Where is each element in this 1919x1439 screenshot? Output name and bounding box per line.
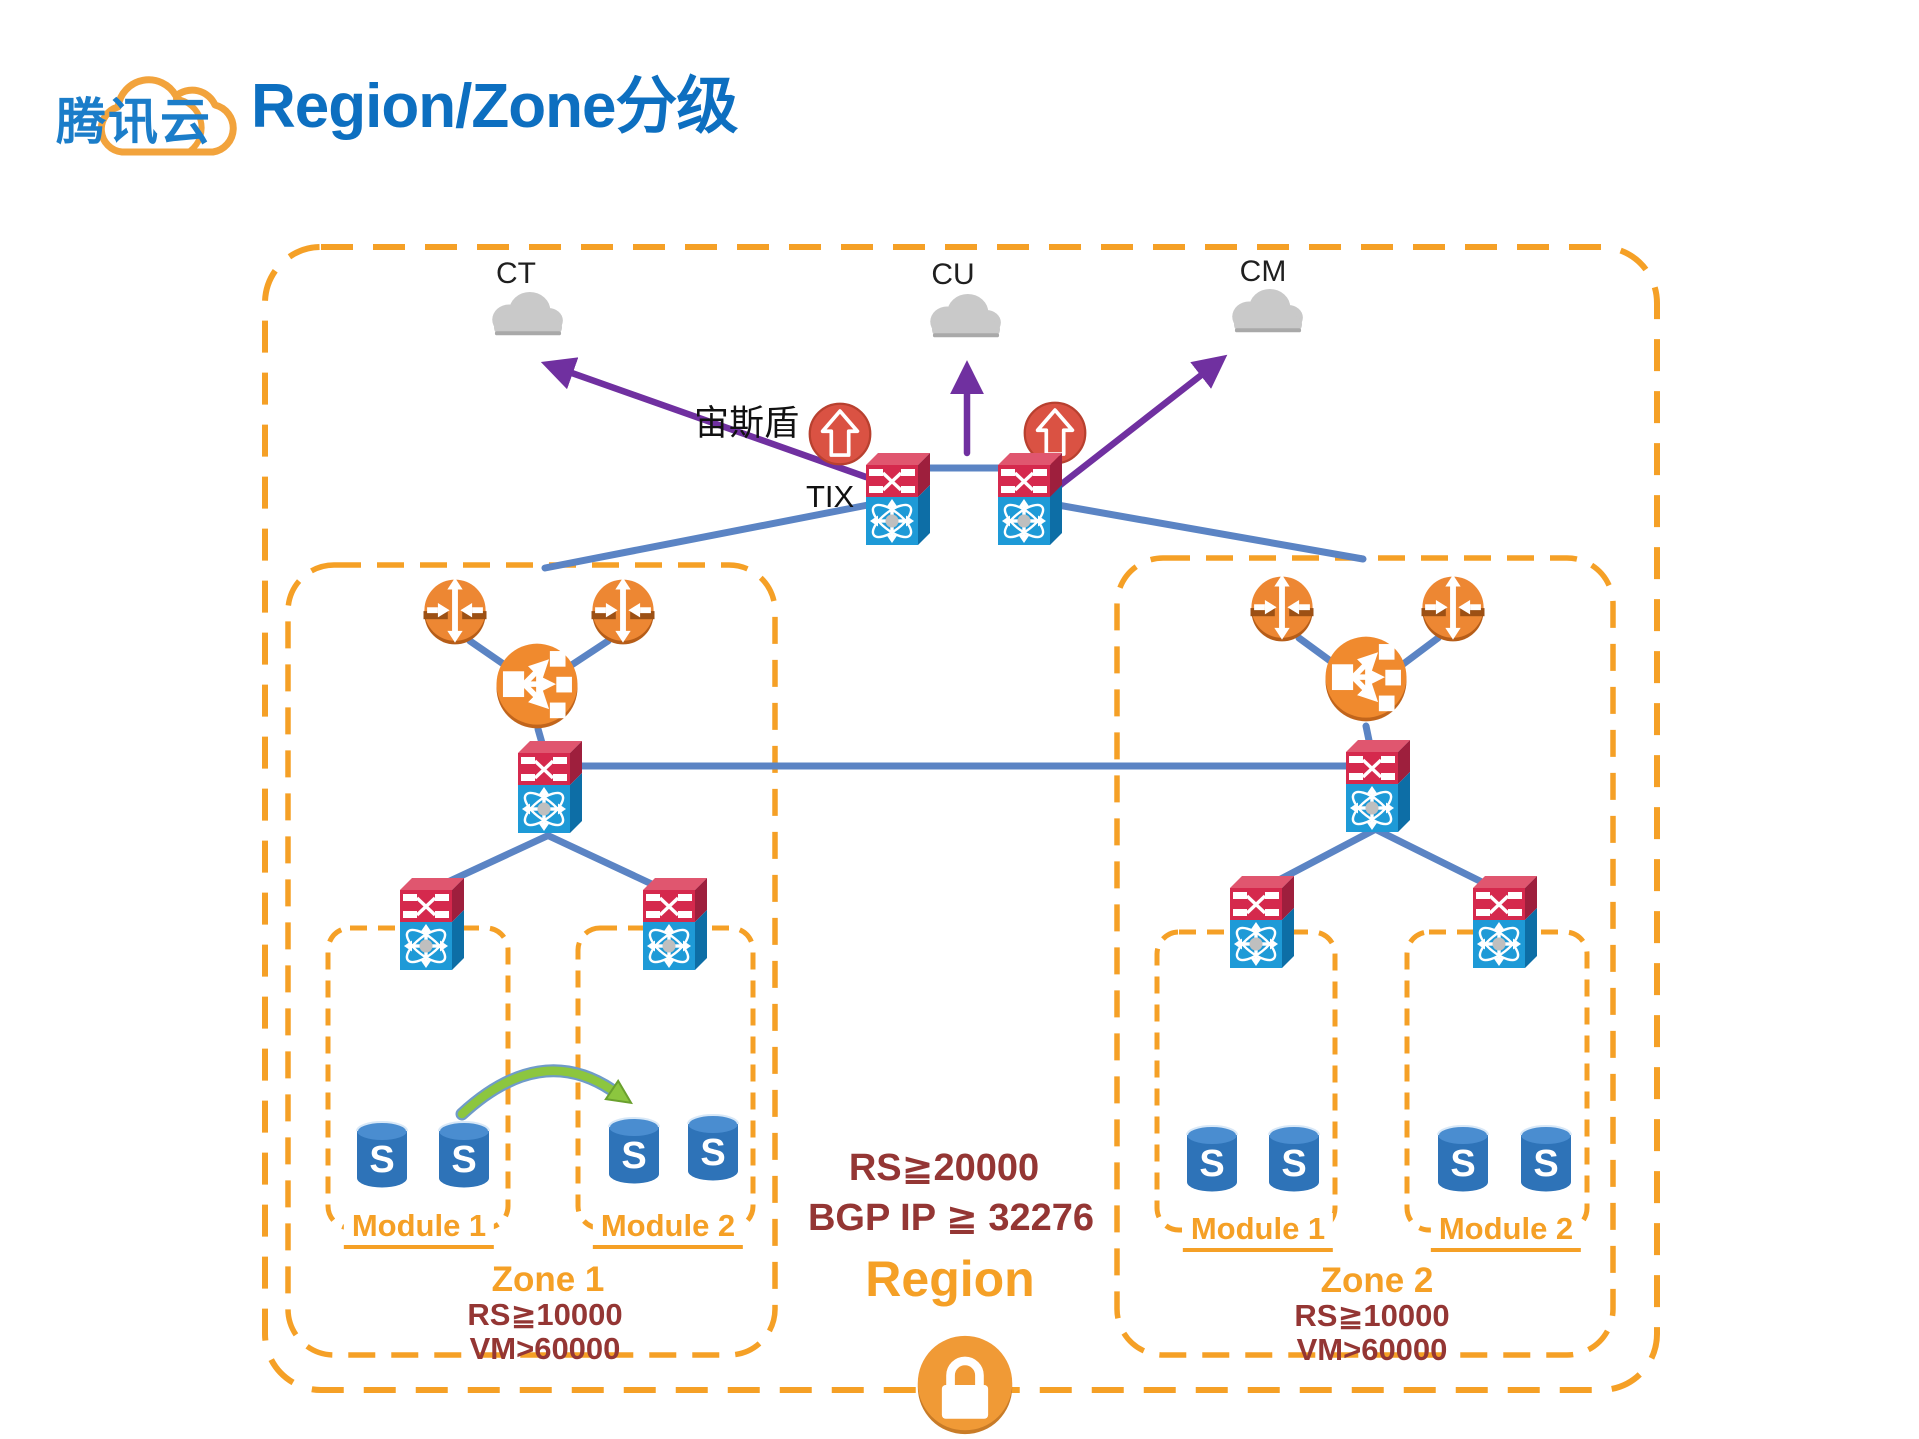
cloud-ct-icon bbox=[492, 291, 563, 336]
region-bgp-stat: BGP IP ≧ 32276 bbox=[807, 1197, 1095, 1239]
database-icon bbox=[1186, 1125, 1238, 1193]
zone2-module2-label: Module 2 bbox=[1430, 1212, 1582, 1252]
router-icon bbox=[592, 578, 655, 645]
database-icon bbox=[1437, 1125, 1489, 1193]
cloud-cu-icon bbox=[930, 293, 1001, 338]
zone-switch-icon bbox=[518, 741, 582, 833]
region-rs-stat: RS≧20000 bbox=[848, 1147, 1040, 1189]
cloud-cm-label: CM bbox=[1239, 255, 1287, 288]
database-icon bbox=[356, 1121, 408, 1189]
module-switch-icon bbox=[1230, 876, 1294, 968]
database-icon bbox=[438, 1121, 490, 1189]
logo-cloud-icon bbox=[97, 76, 237, 156]
database-icon bbox=[687, 1114, 739, 1182]
zone1-module1-label: Module 1 bbox=[343, 1209, 495, 1249]
module-switch-icon bbox=[1473, 876, 1537, 968]
zone2-module1-label: Module 1 bbox=[1182, 1212, 1334, 1252]
aegis-shield-icon bbox=[807, 401, 873, 467]
load-balancer-icon bbox=[497, 644, 578, 729]
router-icon bbox=[1251, 575, 1314, 642]
load-balancer-icon bbox=[1326, 637, 1407, 722]
database-icon bbox=[1268, 1125, 1320, 1193]
zone1-module2-label: Module 2 bbox=[592, 1209, 744, 1249]
zone1-vm-stat: VM>60000 bbox=[469, 1331, 621, 1366]
zone1-label: Zone 1 bbox=[491, 1260, 605, 1299]
uplink-arrow-cm bbox=[1041, 354, 1228, 501]
link-line bbox=[541, 501, 872, 572]
link-line bbox=[1373, 826, 1504, 895]
aegis-label: 宙斯盾 bbox=[694, 404, 800, 443]
page-title: Region/Zone分级 bbox=[251, 72, 738, 141]
lock-icon bbox=[918, 1336, 1012, 1434]
cloud-cm-icon bbox=[1232, 288, 1303, 333]
zone-switch-icon bbox=[1346, 740, 1410, 832]
zone2-box bbox=[1114, 555, 1616, 1358]
uplink-arrow-ct bbox=[540, 357, 870, 481]
zone1-box bbox=[285, 562, 778, 1358]
zone2-vm-stat: VM>60000 bbox=[1296, 1332, 1448, 1367]
cloud-ct-label: CT bbox=[496, 257, 536, 290]
migration-arrow bbox=[455, 1064, 633, 1121]
tix-core-switch-icon bbox=[998, 453, 1062, 545]
module-switch-icon bbox=[643, 878, 707, 970]
zone2-label: Zone 2 bbox=[1320, 1261, 1434, 1300]
cloud-cu-label: CU bbox=[931, 258, 975, 291]
database-icon bbox=[608, 1117, 660, 1185]
tencent-cloud-logo-text: 腾讯云 bbox=[56, 94, 212, 150]
tix-label: TIX bbox=[806, 479, 855, 514]
tix-core-switch-icon bbox=[866, 453, 930, 545]
link-line bbox=[1048, 500, 1367, 563]
region-label: Region bbox=[865, 1251, 1035, 1307]
link-line bbox=[1394, 634, 1442, 672]
router-icon bbox=[424, 578, 487, 645]
zone1-rs-stat: RS≧10000 bbox=[467, 1297, 623, 1332]
router-icon bbox=[1422, 575, 1485, 642]
database-icon bbox=[1520, 1125, 1572, 1193]
module-switch-icon bbox=[400, 878, 464, 970]
zone2-rs-stat: RS≧10000 bbox=[1294, 1298, 1450, 1333]
